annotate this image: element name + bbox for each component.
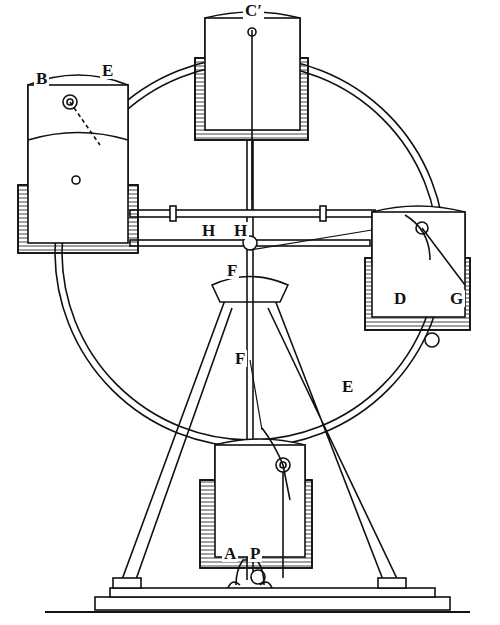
tripod-legs xyxy=(113,277,406,589)
part-letter: E xyxy=(100,62,115,79)
part-letter: H xyxy=(232,222,249,239)
arms xyxy=(130,206,375,250)
part-letter: H xyxy=(200,222,217,239)
part-letter: C′ xyxy=(243,2,264,19)
pedestal xyxy=(228,560,272,588)
linkage xyxy=(250,140,372,430)
cylinder-a xyxy=(200,428,312,584)
part-letter: G xyxy=(448,290,465,307)
base-plinth xyxy=(110,588,435,597)
cylinder-d xyxy=(365,206,470,347)
base-plate xyxy=(95,597,450,610)
part-letter: A xyxy=(222,545,238,562)
part-letter: B xyxy=(34,70,49,87)
part-letter: D xyxy=(392,290,408,307)
part-letter: F xyxy=(233,350,247,367)
part-letter: E xyxy=(340,378,355,395)
cylinder-b xyxy=(18,75,138,253)
part-letter: F xyxy=(225,262,239,279)
ground-line xyxy=(45,611,470,613)
part-letter: P xyxy=(248,545,262,562)
